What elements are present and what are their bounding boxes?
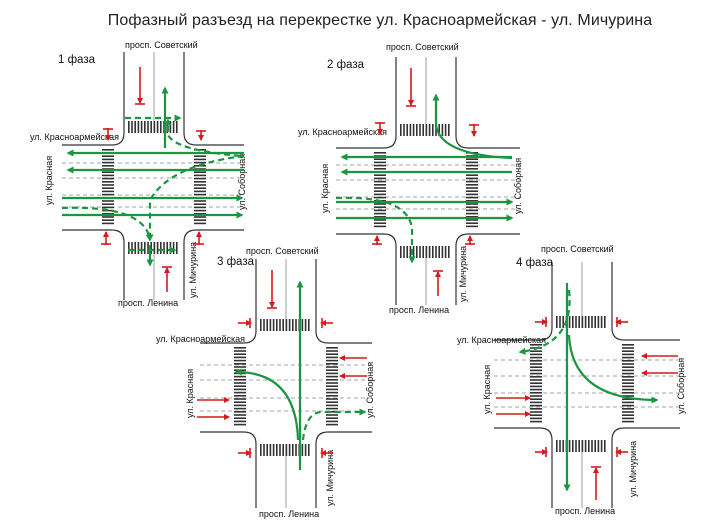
street-label-krasnoarmeyskaya: ул. Красноармейская <box>30 132 119 142</box>
street-label-sobornaya: ул. Соборная <box>237 154 247 210</box>
street-label-krasnoarmeyskaya: ул. Красноармейская <box>156 334 245 344</box>
phase-1-crosswalk-east <box>194 149 206 225</box>
traffic-arrow-right-turn <box>567 334 659 404</box>
street-label-michurina: ул. Мичурина <box>628 441 638 497</box>
street-label-sovetsky: просп. Советский <box>386 42 459 52</box>
phase-3-crosswalk-east <box>326 347 338 426</box>
street-label-lenina: просп. Ленина <box>259 509 319 519</box>
street-label-krasnaya: ул. Красная <box>320 164 330 213</box>
phase-2-edge-nw <box>336 57 397 149</box>
phase-label: 2 фаза <box>327 59 365 71</box>
traffic-arrow-left-turn <box>164 118 241 158</box>
traffic-arrow-left-turn <box>146 154 245 242</box>
street-label-michurina: ул. Мичурина <box>188 242 198 298</box>
phase-1-edge-se <box>183 229 244 300</box>
phase-3-edge-ne <box>315 259 372 344</box>
phase-2-edge-ne <box>455 57 520 149</box>
phase-4-crosswalk-east <box>622 344 634 423</box>
phase-4-edge-se <box>611 427 680 508</box>
phase-1-edge-nw <box>62 52 125 146</box>
street-label-michurina: ул. Мичурина <box>458 246 468 302</box>
phase-1-edge-sw <box>62 229 125 300</box>
phase-1-crosswalk-south <box>128 242 178 254</box>
page-title: Пофазный разъезд на перекрестке ул. Крас… <box>107 12 653 29</box>
phase-label: 4 фаза <box>516 257 554 269</box>
street-label-sobornaya: ул. Соборная <box>513 158 523 214</box>
street-label-sovetsky: просп. Советский <box>541 244 614 254</box>
street-label-michurina: ул. Мичурина <box>325 450 335 506</box>
phase-2-edge-se <box>455 233 520 305</box>
phase-4-edge-sw <box>494 427 553 508</box>
phase-1-crosswalk-north <box>128 121 178 133</box>
street-label-sobornaya: ул. Соборная <box>676 358 686 414</box>
street-label-krasnaya: ул. Красная <box>185 369 195 418</box>
phase-4-crosswalk-south <box>556 440 606 452</box>
phase-2-edge-sw <box>336 233 397 305</box>
phase-1-crosswalk-west <box>102 149 114 225</box>
traffic-arrow-right-turn <box>61 206 153 242</box>
phase-3-crosswalk-west <box>234 347 246 426</box>
phase-3-edge-nw <box>200 259 257 344</box>
phase-1-edge-ne <box>183 52 244 146</box>
street-label-sobornaya: ул. Соборная <box>365 362 375 418</box>
phase-3-crosswalk-north <box>260 319 310 331</box>
traffic-arrow-right-turn <box>432 93 513 160</box>
street-label-lenina: просп. Ленина <box>555 506 615 516</box>
phase-4-crosswalk-north <box>556 316 606 328</box>
traffic-arrow-right-turn <box>335 196 416 264</box>
phase-label: 3 фаза <box>217 256 255 268</box>
street-label-lenina: просп. Ленина <box>118 298 178 308</box>
phase-2-crosswalk-north <box>400 124 450 136</box>
traffic-arrow-left-turn <box>518 289 571 355</box>
street-label-sovetsky: просп. Советский <box>246 246 319 256</box>
street-label-sovetsky: просп. Советский <box>125 40 198 50</box>
traffic-arrow-left-turn <box>234 368 300 441</box>
street-label-krasnaya: ул. Красная <box>44 156 54 205</box>
phase-2-crosswalk-south <box>400 246 450 258</box>
phase-3-crosswalk-south <box>260 444 310 456</box>
phase-4-edge-nw <box>494 262 553 341</box>
street-label-krasnoarmeyskaya: ул. Красноармейская <box>298 127 387 137</box>
traffic-arrow-right-turn <box>301 408 367 441</box>
street-label-krasnaya: ул. Красная <box>482 365 492 414</box>
street-label-krasnoarmeyskaya: ул. Красноармейская <box>457 335 546 345</box>
phase-4-crosswalk-west <box>530 344 542 423</box>
phase-3-edge-sw <box>200 431 257 508</box>
phase-4-edge-ne <box>611 262 680 341</box>
street-label-lenina: просп. Ленина <box>389 305 449 315</box>
phase-2-crosswalk-west <box>374 152 386 228</box>
phase-2-crosswalk-east <box>466 152 478 228</box>
phase-3-edge-se <box>315 431 372 508</box>
phase-label: 1 фаза <box>58 54 96 66</box>
